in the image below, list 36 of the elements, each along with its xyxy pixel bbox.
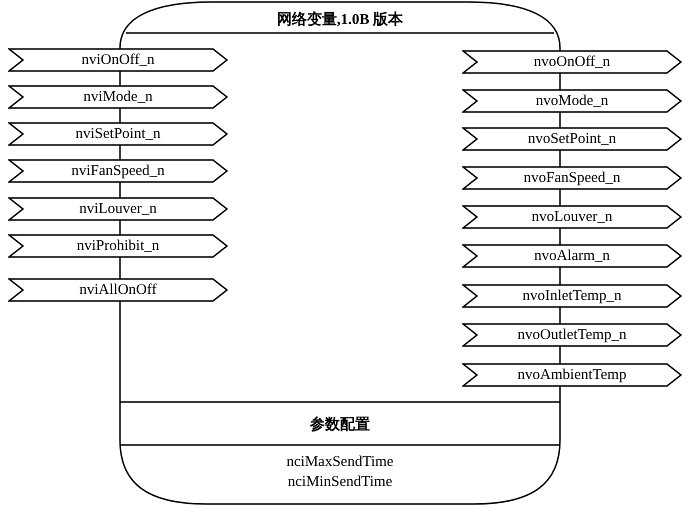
module-title: 网络变量,1.0B 版本	[276, 10, 404, 30]
variable-tag	[8, 159, 228, 183]
variable-name: nviOnOff_n	[81, 50, 155, 70]
variable-name: nvoAmbientTemp	[518, 366, 626, 385]
variable-name: nviMode_n	[83, 88, 153, 107]
variable-name: nviAllOnOff	[79, 280, 157, 300]
variable-name: nvoOnOff_n	[534, 52, 610, 72]
variable-name: nvoOutletTemp_n	[518, 326, 626, 345]
variable-tag	[8, 48, 228, 72]
variable-name: nviFanSpeed_n	[71, 162, 165, 181]
variable-tag	[462, 205, 682, 229]
variable-tag	[462, 50, 682, 74]
config-variable: nciMaxSendTime	[286, 453, 394, 472]
variable-tag	[8, 197, 228, 221]
variable-tag	[462, 244, 682, 268]
variable-name: nvoLouver_n	[532, 208, 612, 227]
variable-tag	[462, 363, 682, 387]
variable-tag	[462, 89, 682, 113]
variable-name: nvoInletTemp_n	[522, 286, 622, 306]
variable-name: nvoFanSpeed_n	[524, 168, 620, 188]
variable-tag	[462, 284, 682, 308]
variable-name: nviLouver_n	[79, 200, 157, 219]
variable-name: nvoAlarm_n	[534, 246, 610, 266]
variable-tag	[8, 234, 228, 258]
variable-tag	[462, 127, 682, 151]
variable-tag	[462, 166, 682, 190]
variable-name: nvoSetPoint_n	[528, 130, 616, 149]
variable-tag	[462, 323, 682, 347]
variable-tag	[8, 278, 228, 302]
variable-name: nvoMode_n	[536, 92, 608, 111]
variable-tag	[8, 122, 228, 146]
section-heading: 参数配置	[310, 415, 370, 435]
config-variable: nciMinSendTime	[288, 473, 392, 492]
variable-name: nviProhibit_n	[76, 236, 160, 256]
variable-name: nviSetPoint_n	[75, 124, 160, 144]
variable-tag	[8, 85, 228, 109]
